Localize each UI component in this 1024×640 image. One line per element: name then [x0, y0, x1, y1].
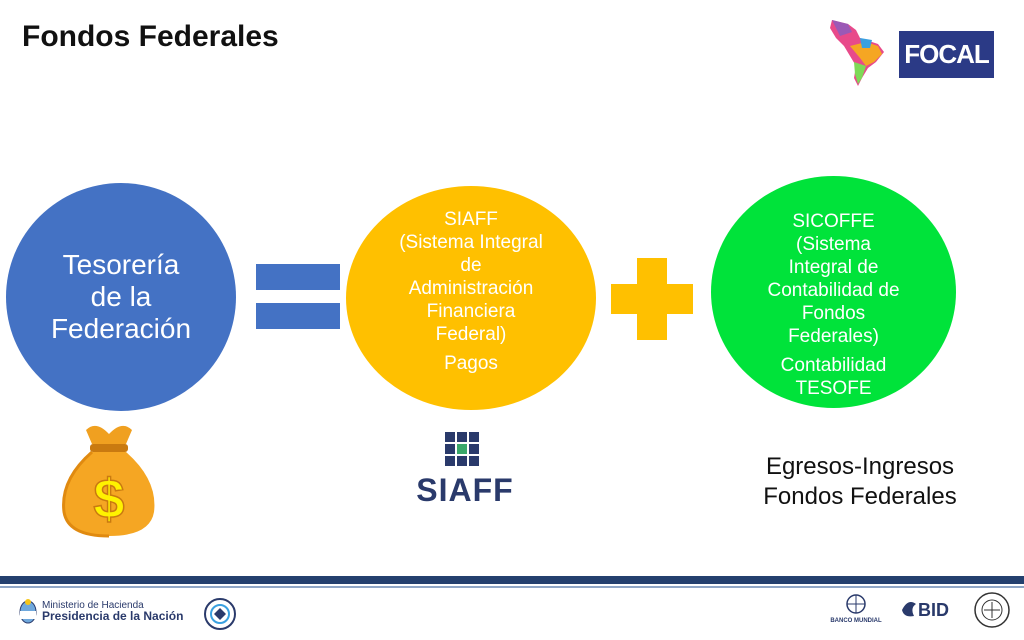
sicoffe-line: Federales) [788, 326, 879, 347]
page-title: Fondos Federales [22, 20, 279, 53]
siaff-line: SIAFF [444, 209, 498, 230]
siaff-line: (Sistema Integral [399, 232, 543, 253]
siaff-line: Federal) [435, 324, 507, 345]
footer-ministerio: Ministerio de Hacienda Presidencia de la… [42, 600, 183, 622]
banco-mundial-logo: BANCO MUNDIAL [830, 594, 882, 624]
argentina-crest-icon [19, 599, 37, 624]
sicoffe-sub: Contabilidad [780, 355, 887, 376]
banco-mundial-text: BANCO MUNDIAL [830, 618, 882, 624]
egresos-ingresos-label: Egresos-Ingresos Fondos Federales [740, 452, 980, 512]
sicoffe-line: (Sistema [796, 234, 871, 255]
sicoffe-sub: TESOFE [795, 378, 872, 399]
latin-america-map-logo [830, 20, 884, 86]
money-bag-icon: $ [62, 425, 155, 538]
bid-logo: BID [902, 600, 949, 620]
siaff-line: Administración [408, 278, 534, 299]
siaff-circle: SIAFF (Sistema Integral de Administració… [346, 186, 596, 410]
siaff-sub: Pagos [444, 353, 498, 374]
svg-text:$: $ [93, 467, 124, 530]
egresos-line: Fondos Federales [763, 483, 957, 510]
sicoffe-line: Fondos [801, 303, 866, 324]
siaff-logo-text: SIAFF [416, 472, 514, 508]
plus-sign-vertical [637, 258, 667, 340]
egresos-line: Egresos-Ingresos [765, 453, 955, 480]
equals-sign-bottom [256, 303, 340, 329]
siaff-line: de [460, 255, 482, 276]
bid-text: BID [918, 600, 949, 620]
sicoffe-line: Contabilidad de [767, 280, 900, 301]
sicoffe-circle: SICOFFE (Sistema Integral de Contabilida… [711, 176, 956, 408]
tesoreria-line: Federación [50, 313, 192, 344]
footer-divider [0, 576, 1024, 584]
presidencia-label: Presidencia de la Nación [42, 609, 184, 623]
footer-divider-thin [0, 586, 1024, 588]
tesoreria-line: Tesorería [62, 249, 180, 280]
fmi-seal-icon [974, 592, 1010, 628]
seal-logo-icon [204, 598, 236, 630]
equals-sign-top [256, 264, 340, 290]
focal-logo: FOCAL [899, 31, 994, 78]
ministerio-label: Ministerio de Hacienda [42, 600, 144, 611]
sicoffe-line: SICOFFE [792, 211, 875, 232]
tesoreria-line: de la [90, 281, 152, 312]
siaff-line: Financiera [426, 301, 516, 322]
tesoreria-circle: Tesorería de la Federación [6, 183, 236, 411]
sicoffe-line: Integral de [788, 257, 879, 278]
siaff-logo-grid-icon [445, 432, 479, 466]
